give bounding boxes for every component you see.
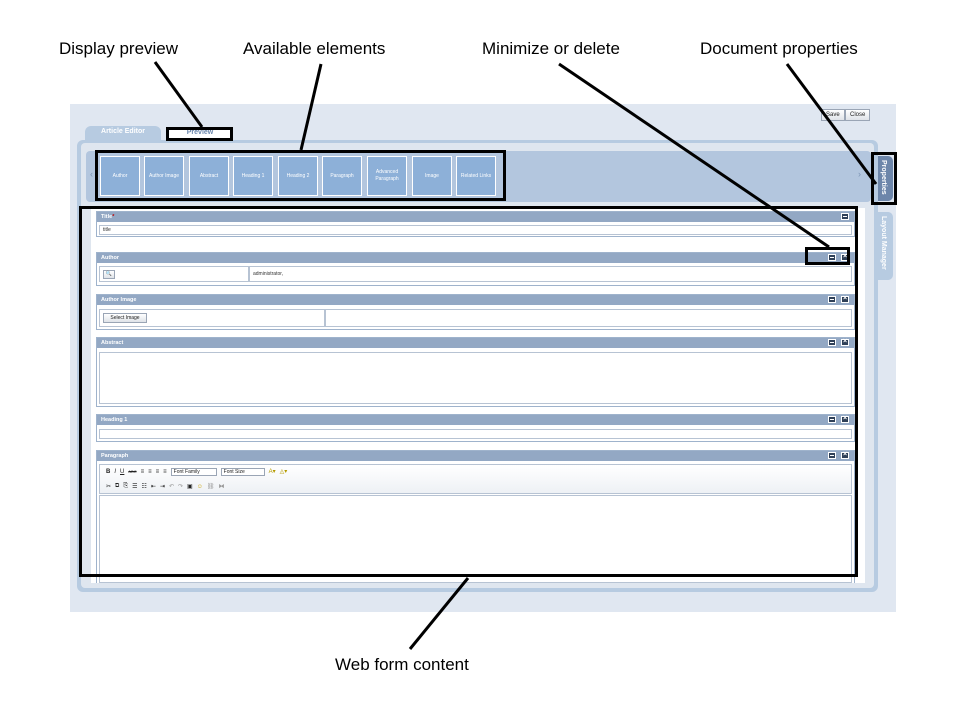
section-author-label: Author	[101, 255, 120, 261]
element-tile-related-links[interactable]: Related Links	[456, 156, 496, 196]
element-tile-abstract[interactable]: Abstract	[189, 156, 229, 196]
toolbar-row-2: ✂ ⧉ ⎘ ☰ ☷ ⇤ ⇥ ↶ ↷ ▣ ☺ ⛓ ⧓	[106, 482, 224, 491]
minimize-icon[interactable]	[841, 213, 849, 220]
search-icon[interactable]: 🔍	[103, 270, 115, 279]
outdent-icon[interactable]: ⇤	[150, 484, 156, 490]
section-abstract-header: Abstract	[97, 337, 854, 348]
paste-icon[interactable]: ⎘	[123, 483, 129, 489]
highlight-available-elements	[95, 150, 506, 201]
element-tile-author[interactable]: Author	[100, 156, 140, 196]
title-input[interactable]: title	[99, 225, 852, 235]
section-paragraph-label: Paragraph	[101, 453, 129, 459]
minimize-icon[interactable]	[828, 254, 836, 261]
font-size-select[interactable]: Font Size	[220, 467, 265, 476]
bold-button[interactable]: B	[106, 468, 111, 475]
author-value: administrator,	[249, 266, 852, 282]
numbered-list-icon[interactable]: ☷	[141, 484, 147, 490]
required-mark: *	[112, 214, 115, 220]
text-color-icon[interactable]: A▾	[268, 469, 276, 475]
minimize-icon[interactable]	[828, 296, 836, 303]
tab-properties-label: Properties	[880, 160, 887, 195]
tab-layout-manager[interactable]: Layout Manager	[878, 212, 893, 280]
callout-available-elements: Available elements	[243, 39, 386, 58]
bullet-list-icon[interactable]: ☰	[132, 484, 138, 490]
paragraph-editor-area[interactable]	[99, 495, 852, 583]
minimize-icon[interactable]	[828, 416, 836, 423]
section-author-image-header: Author Image	[97, 294, 854, 305]
section-heading-1: Heading 1	[96, 414, 855, 442]
element-tile-heading-2[interactable]: Heading 2	[278, 156, 318, 196]
scroll-right-arrow-icon[interactable]: ›	[858, 169, 861, 179]
section-heading-1-label: Heading 1	[101, 417, 128, 423]
toolbar-row-1: B I U ABC ≡ ≡ ≡ ≡ Font Family Font Size …	[106, 467, 287, 476]
section-title-label: Title	[101, 214, 113, 220]
save-button[interactable]: Save	[821, 109, 845, 121]
minimize-icon[interactable]	[828, 452, 836, 459]
redo-icon[interactable]: ↷	[178, 484, 184, 490]
indent-icon[interactable]: ⇥	[159, 484, 165, 490]
element-tile-paragraph[interactable]: Paragraph	[322, 156, 362, 196]
callout-document-properties: Document properties	[700, 39, 858, 58]
section-paragraph: Paragraph B I U ABC ≡ ≡ ≡ ≡	[96, 450, 855, 583]
close-button[interactable]: Close	[845, 109, 871, 121]
delete-icon[interactable]	[841, 294, 849, 304]
highlight-color-icon[interactable]: ◬▾	[279, 469, 288, 475]
highlight-minimize-delete	[805, 247, 850, 265]
section-abstract-label: Abstract	[101, 340, 124, 346]
callout-web-form-content: Web form content	[335, 655, 469, 674]
element-tile-advanced-paragraph[interactable]: Advanced Paragraph	[367, 156, 407, 196]
element-tile-heading-1[interactable]: Heading 1	[233, 156, 273, 196]
cut-icon[interactable]: ✂	[106, 484, 112, 490]
author-image-preview	[325, 309, 852, 327]
element-tile-image[interactable]: Image	[412, 156, 452, 196]
delete-icon[interactable]	[841, 337, 849, 347]
strikethrough-button[interactable]: ABC	[128, 469, 137, 474]
tab-properties[interactable]: Properties	[878, 156, 893, 201]
align-right-icon[interactable]: ≡	[155, 468, 160, 475]
minimize-icon[interactable]	[828, 339, 836, 346]
insert-image-icon[interactable]: ▣	[187, 484, 193, 490]
section-title-header: Title*	[97, 212, 854, 222]
unlink-icon[interactable]: ⧓	[218, 484, 225, 490]
author-search-box: 🔍	[99, 266, 249, 282]
heading-1-input[interactable]	[99, 429, 852, 439]
section-author-image: Author Image Select Image	[96, 294, 855, 330]
emoticon-icon[interactable]: ☺	[196, 483, 203, 490]
highlight-preview-tab	[166, 127, 233, 141]
callout-minimize-or-delete: Minimize or delete	[482, 39, 620, 58]
highlight-properties-tab	[871, 152, 897, 205]
align-left-icon[interactable]: ≡	[140, 468, 145, 475]
element-tile-author-image[interactable]: Author Image	[144, 156, 184, 196]
link-icon[interactable]: ⛓	[206, 484, 215, 490]
delete-icon[interactable]	[841, 450, 849, 460]
section-abstract: Abstract	[96, 337, 855, 407]
delete-icon[interactable]	[841, 414, 849, 424]
underline-button[interactable]: U	[120, 468, 125, 475]
section-paragraph-header: Paragraph	[97, 450, 854, 461]
callout-display-preview: Display preview	[59, 39, 179, 58]
paragraph-toolbar: B I U ABC ≡ ≡ ≡ ≡ Font Family Font Size …	[99, 464, 852, 494]
section-author: Author 🔍 administrator,	[96, 252, 855, 286]
select-image-button[interactable]: Select Image	[103, 313, 147, 323]
author-image-cell: Select Image	[99, 309, 325, 327]
align-justify-icon[interactable]: ≡	[163, 468, 167, 475]
italic-button[interactable]: I	[114, 468, 117, 475]
section-author-image-label: Author Image	[101, 297, 137, 303]
highlight-web-form-content	[79, 206, 858, 577]
section-heading-1-header: Heading 1	[97, 414, 854, 425]
abstract-textarea[interactable]	[99, 352, 852, 404]
tab-article-editor[interactable]: Article Editor	[85, 126, 161, 140]
align-center-icon[interactable]: ≡	[148, 468, 152, 475]
web-form-content: Title* title Author 🔍 administrator,	[91, 208, 865, 583]
undo-icon[interactable]: ↶	[168, 484, 175, 490]
copy-icon[interactable]: ⧉	[115, 483, 120, 489]
font-family-select[interactable]: Font Family	[170, 467, 217, 476]
scroll-left-arrow-icon[interactable]: ‹	[90, 169, 93, 179]
tab-layout-manager-label: Layout Manager	[880, 216, 887, 270]
tab-preview[interactable]: Preview	[167, 127, 233, 140]
